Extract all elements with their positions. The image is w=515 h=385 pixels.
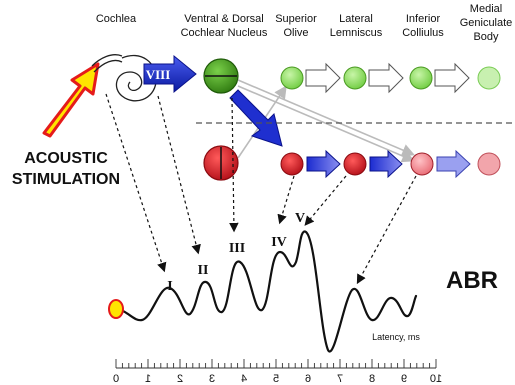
stimulus-onset-marker — [108, 299, 124, 319]
lateral-lemniscus-node-lower — [343, 152, 367, 176]
latency-axis: 0 1 2 3 4 5 6 7 8 9 10 — [113, 359, 442, 385]
axis-tick-label: 5 — [273, 373, 279, 385]
acoustic-stimulation-line2: STIMULATION — [12, 171, 120, 188]
label-cochlear-nucleus-line1: Ventral & Dorsal — [184, 13, 263, 25]
axis-tick-label: 2 — [177, 373, 183, 385]
axis-tick-label: 6 — [305, 373, 311, 385]
wave-source-arrows — [105, 93, 417, 285]
label-superior-olive-line2: Olive — [283, 27, 308, 39]
axis-tick-label: 4 — [241, 373, 247, 385]
upper-arrow-1 — [305, 62, 341, 94]
abr-label: ABR — [446, 267, 498, 294]
label-mgb-line3: Body — [473, 31, 499, 43]
axis-tick-label: 9 — [401, 373, 407, 385]
label-inferior-colliculus-line1: Inferior — [406, 13, 441, 25]
latency-label: Latency, ms — [372, 332, 420, 342]
nerve-viii-label: VIII — [146, 67, 171, 82]
label-inferior-colliculus-line2: Colliulus — [402, 27, 444, 39]
axis-tick-label: 7 — [337, 373, 343, 385]
label-mgb-line1: Medial — [470, 3, 502, 15]
wave-label-ii: II — [198, 263, 209, 278]
inferior-colliculus-node-upper — [409, 66, 433, 90]
wave-label-iii: III — [229, 241, 245, 256]
ipsilateral-crossing-arrow — [229, 89, 283, 147]
cochlear-nucleus-node-lower — [203, 145, 239, 181]
lower-arrow-1 — [306, 149, 341, 179]
wave-label-i: I — [167, 279, 172, 294]
axis-tick-label: 3 — [209, 373, 215, 385]
upper-arrow-3 — [434, 62, 470, 94]
mgb-node-upper — [477, 66, 501, 90]
auditory-nerve-viii-arrow: VIII — [143, 54, 197, 94]
abr-waveform — [114, 230, 418, 353]
mgb-node-lower — [477, 152, 501, 176]
lateral-lemniscus-node-upper — [343, 66, 367, 90]
label-cochlear-nucleus-line2: Cochlear Nucleus — [181, 27, 268, 39]
label-superior-olive-line1: Superior — [275, 13, 317, 25]
acoustic-stimulation-line1: ACOUSTIC — [24, 150, 108, 167]
axis-tick-label: 8 — [369, 373, 375, 385]
lower-arrow-3 — [436, 149, 471, 179]
acoustic-stimulus-arrow — [42, 62, 100, 138]
superior-olive-node-lower — [280, 152, 304, 176]
label-lateral-lemniscus-line1: Lateral — [339, 13, 373, 25]
lower-arrow-2 — [369, 149, 403, 179]
axis-tick-label: 10 — [430, 373, 442, 385]
cochlear-nucleus-node — [203, 58, 239, 94]
axis-tick-label: 1 — [145, 373, 151, 385]
label-mgb-line2: Geniculate — [460, 17, 513, 29]
upper-arrow-2 — [368, 62, 404, 94]
wave-label-v: V — [295, 211, 305, 226]
label-lateral-lemniscus-line2: Lemniscus — [330, 27, 383, 39]
axis-tick-label: 0 — [113, 373, 119, 385]
inferior-colliculus-node-lower — [410, 152, 434, 176]
superior-olive-node-upper — [280, 66, 304, 90]
wave-label-iv: IV — [271, 235, 287, 250]
label-cochlea: Cochlea — [96, 13, 137, 25]
